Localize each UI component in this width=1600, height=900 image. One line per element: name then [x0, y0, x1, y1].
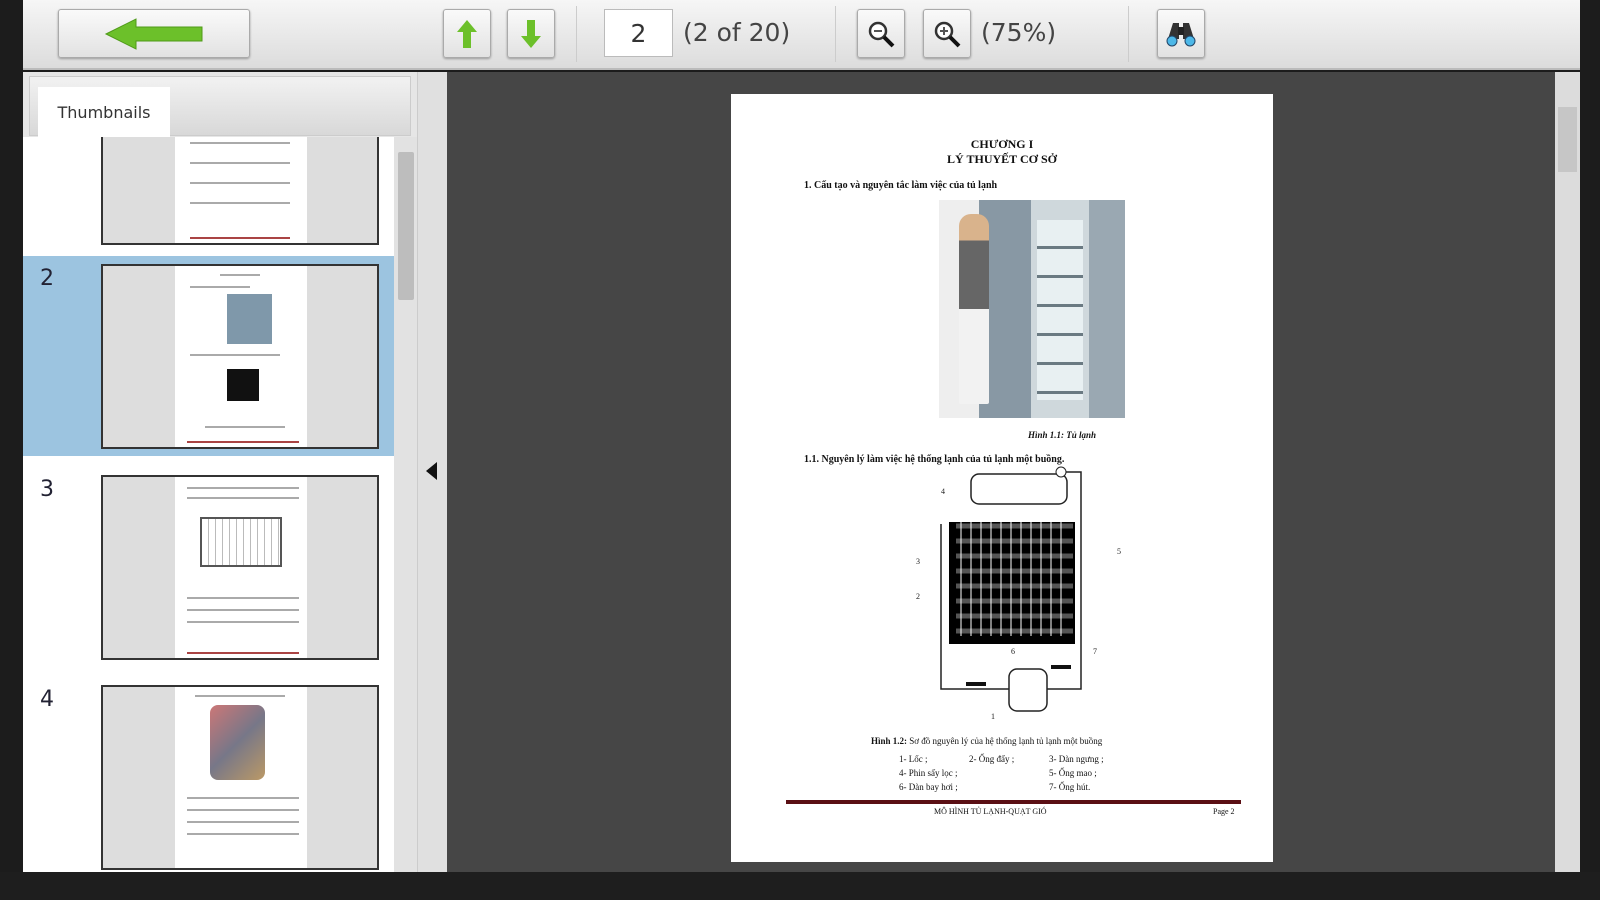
diagram-label: 5 [1117, 547, 1121, 556]
thumbnail-image [101, 137, 379, 245]
legend-item: 3- Dàn ngưng ; [1049, 754, 1104, 764]
thumbnail-image [101, 264, 379, 449]
document-viewer: CHƯƠNG I LÝ THUYẾT CƠ SỞ 1. Cấu tạo và n… [447, 72, 1555, 872]
diagram-label: 6 [1011, 647, 1015, 656]
page-number-input[interactable] [604, 9, 673, 57]
separator [576, 6, 577, 62]
legend-item: 4- Phin sấy lọc ; [899, 768, 958, 778]
diagram-label: 7 [1093, 647, 1097, 656]
previous-page-button[interactable] [443, 9, 491, 58]
thumbnail-list: 2 3 4 [23, 137, 394, 872]
find-button[interactable] [1157, 9, 1205, 58]
footer-title: MÔ HÌNH TỦ LẠNH-QUẠT GIÓ [934, 807, 1047, 816]
diagram-label: 1 [991, 712, 995, 721]
zoom-in-icon [934, 21, 961, 47]
separator [835, 6, 836, 62]
diagram-label: 4 [941, 487, 945, 496]
tab-thumbnails[interactable]: Thumbnails [38, 87, 170, 137]
bottom-bar [0, 872, 1600, 900]
footer-rule [786, 800, 1241, 804]
zoom-out-icon [868, 21, 895, 47]
collapse-sidebar-button[interactable] [417, 72, 447, 872]
caption-bold: Hình 1.2: [871, 736, 908, 746]
footer-page: Page 2 [1213, 807, 1235, 816]
legend-item: 7- Ống hút. [1049, 782, 1091, 792]
back-arrow-icon [104, 17, 203, 50]
section-heading: 1. Cấu tạo và nguyên tắc làm việc của tủ… [804, 180, 998, 191]
caption-text: Sơ đồ nguyên lý của hệ thống lạnh tủ lạn… [907, 736, 1103, 746]
refrigeration-diagram: 4 2 3 5 7 6 1 [916, 466, 1121, 721]
legend-item: 6- Dàn bay hơi ; [899, 782, 958, 792]
figure-caption-2: Hình 1.2: Sơ đồ nguyên lý của hệ thống l… [871, 736, 1102, 746]
subsection-heading: 1.1. Nguyên lý làm việc hệ thống lạnh củ… [804, 454, 1065, 465]
thumbnail-sidebar: Thumbnails 2 3 4 [23, 72, 447, 872]
thumbnail-image [101, 475, 379, 660]
next-page-button[interactable] [507, 9, 555, 58]
zoom-out-button[interactable] [857, 9, 905, 58]
viewer-scrollbar[interactable] [1555, 72, 1580, 872]
thumbnail-number: 2 [40, 266, 54, 291]
thumbnail-page-2[interactable]: 2 [23, 256, 394, 456]
thumbnail-number: 3 [40, 477, 54, 502]
document-page: CHƯƠNG I LÝ THUYẾT CƠ SỞ 1. Cấu tạo và n… [731, 94, 1273, 862]
diagram-label: 2 [916, 592, 920, 601]
page-count: (2 of 20) [683, 18, 791, 47]
scrollbar-thumb[interactable] [1558, 107, 1577, 172]
sidebar-tabbar: Thumbnails [29, 76, 411, 137]
scrollbar-thumb[interactable] [398, 152, 414, 300]
arrow-up-icon [457, 19, 477, 48]
legend-item: 2- Ống đẩy ; [969, 754, 1015, 764]
refrigerator-photo [939, 200, 1125, 418]
chapter-title: LÝ THUYẾT CƠ SỞ [947, 152, 1057, 166]
legend-item: 5- Ống mao ; [1049, 768, 1097, 778]
binoculars-icon [1166, 22, 1196, 46]
legend-item: 1- Lốc ; [899, 754, 928, 764]
zoom-in-button[interactable] [923, 9, 971, 58]
back-button[interactable] [58, 9, 250, 58]
triangle-left-icon [426, 462, 437, 480]
diagram-label: 3 [916, 557, 920, 566]
thumbnail-image [101, 685, 379, 870]
thumbnail-page-3[interactable]: 3 [23, 467, 394, 667]
figure-caption: Hình 1.1: Tủ lạnh [1027, 430, 1097, 440]
arrow-down-icon [521, 19, 541, 48]
separator [1128, 6, 1129, 62]
thumbnail-page-4[interactable]: 4 [23, 677, 394, 872]
thumbnail-number: 4 [40, 687, 54, 712]
zoom-level: (75%) [981, 18, 1057, 47]
thumbnail-page-1[interactable] [23, 137, 394, 252]
thumbnail-scrollbar[interactable] [394, 137, 417, 872]
chapter-heading: CHƯƠNG I [970, 137, 1034, 151]
toolbar: (2 of 20) (75%) [23, 0, 1580, 70]
